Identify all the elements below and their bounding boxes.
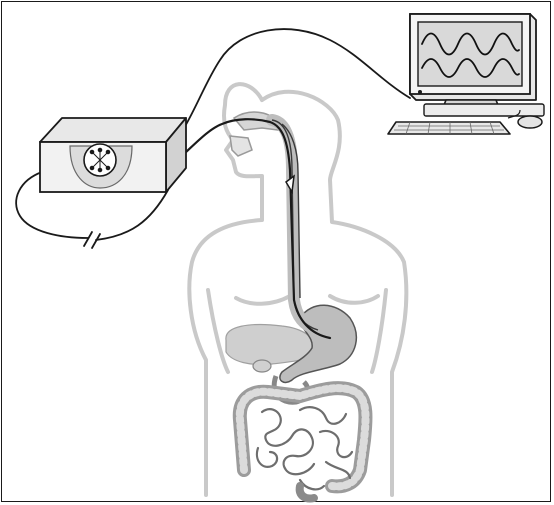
small-intestine-icon xyxy=(257,407,352,489)
keyboard-icon xyxy=(388,122,510,134)
power-led-icon xyxy=(418,90,422,94)
computer-monitor-icon xyxy=(410,14,544,116)
electrode-box-icon xyxy=(40,118,186,192)
gallbladder-icon xyxy=(253,360,271,372)
